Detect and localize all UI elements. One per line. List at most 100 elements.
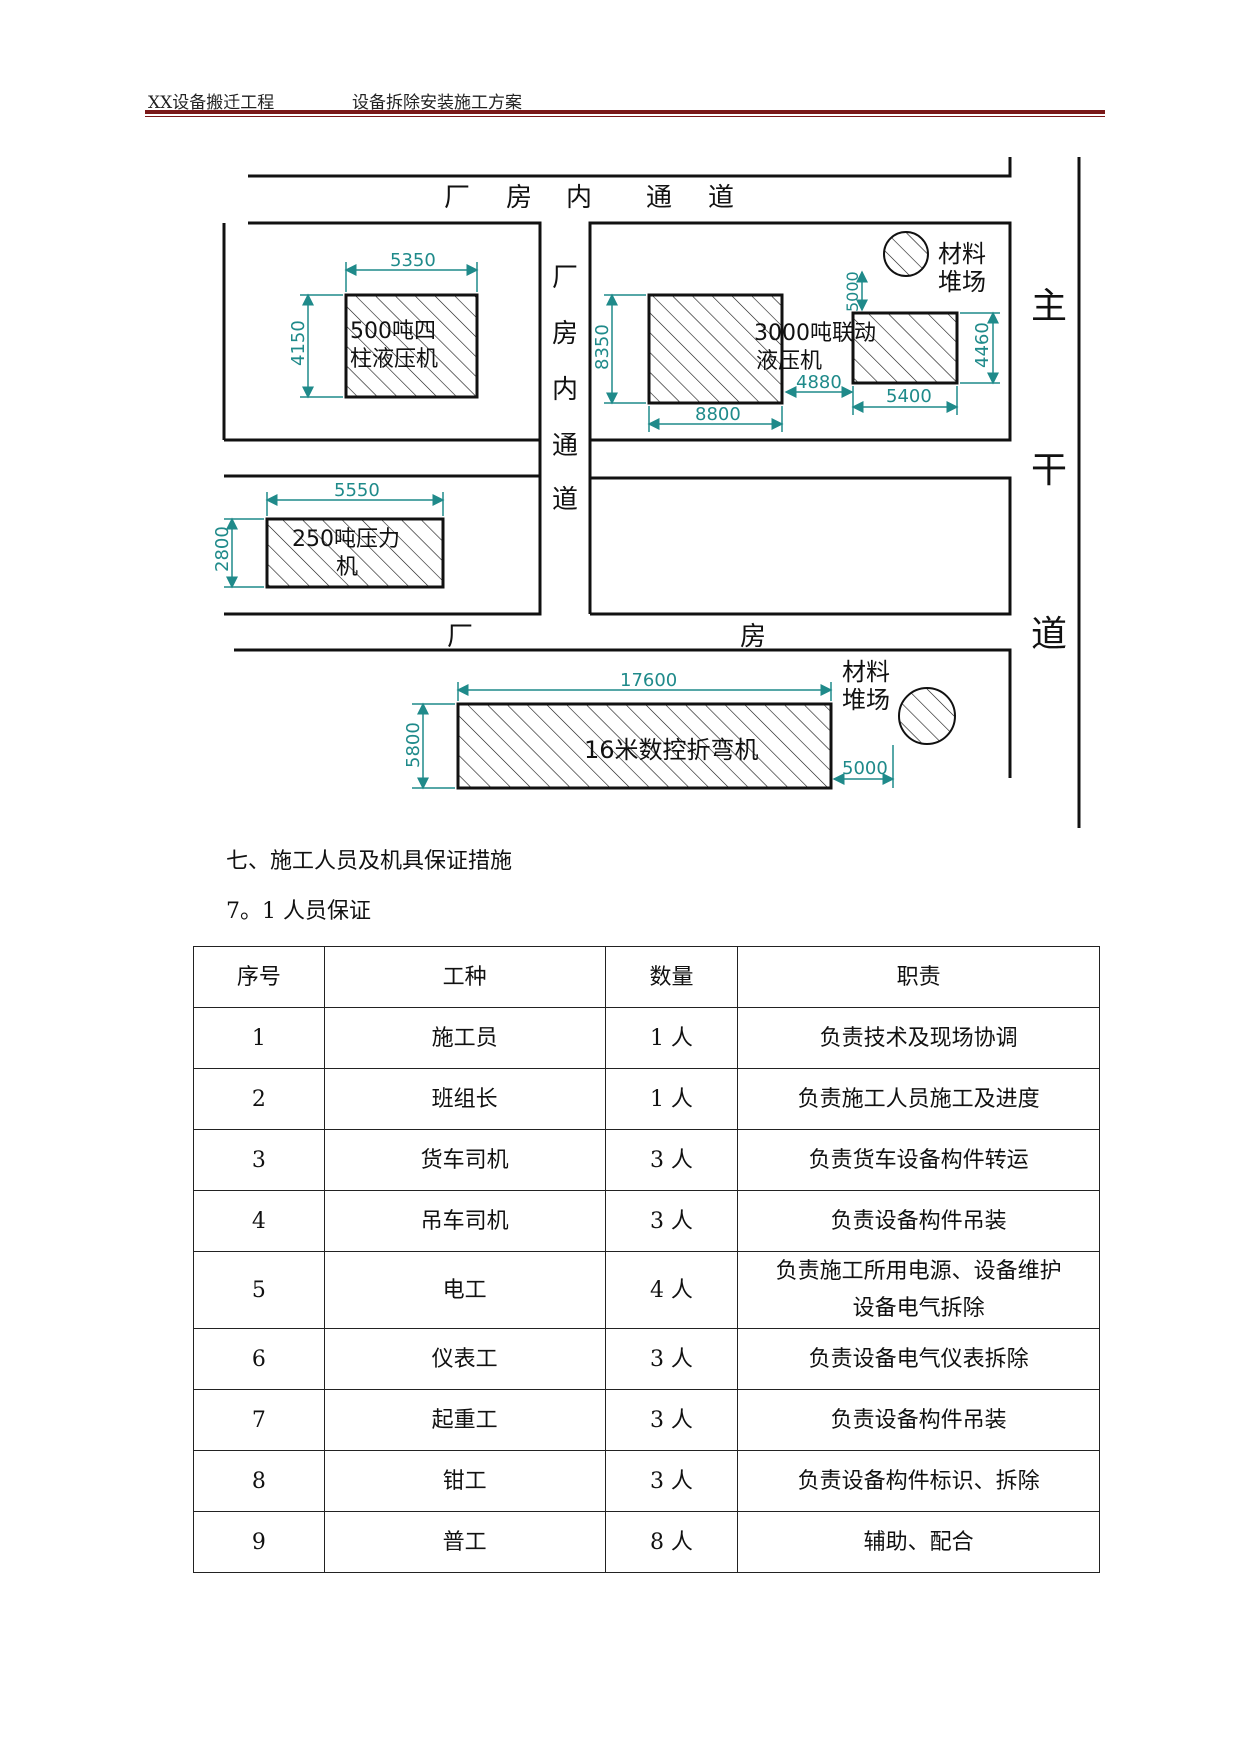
table-row: 5 电工 4 人 负责施工所用电源、设备维护 设备电气拆除 [193, 1251, 1100, 1329]
storage-yard-circle-bottom [898, 687, 956, 745]
th-index: 序号 [193, 946, 325, 1008]
cell-trade: 电工 [323, 1251, 606, 1329]
machine-bending-label: 16米数控折弯机 [584, 736, 759, 764]
th-duty: 职责 [737, 946, 1100, 1008]
site-layout-plan: 厂 房 内 通 道 厂 房 内 通 道 厂 房 主 干 道 材料 堆场 材料 堆… [212, 157, 1081, 828]
corridor-vert-char-2: 房 [552, 319, 578, 349]
cell-trade: 班组长 [323, 1068, 606, 1130]
corridor-vert-char-4: 通 [552, 431, 578, 461]
walls [222, 157, 1081, 828]
machine-500t-label-1: 500吨四 [350, 319, 436, 344]
section-title: 七、施工人员及机具保证措施 [226, 849, 513, 874]
table-row: 8 钳工 3 人 负责设备构件标识、拆除 [193, 1450, 1100, 1512]
machine-500t-label-2: 柱液压机 [350, 347, 438, 372]
th-count: 数量 [604, 946, 739, 1008]
cell-trade: 仪表工 [323, 1328, 606, 1390]
dim-5000-vertical: 5000 [843, 271, 862, 312]
main-road-char-3: 道 [1031, 614, 1067, 655]
dim-4880: 4880 [796, 372, 842, 393]
corridor-top-char-1: 厂 [444, 183, 470, 213]
dim-5550: 5550 [334, 480, 380, 501]
cell-index: 5 [193, 1251, 325, 1329]
cell-trade: 货车司机 [323, 1129, 606, 1191]
table-row: 7 起重工 3 人 负责设备构件吊装 [193, 1389, 1100, 1451]
main-road-char-2: 干 [1031, 450, 1067, 491]
storage-yard-circle-top [883, 231, 929, 277]
cell-index: 1 [193, 1007, 325, 1069]
dim-2800: 2800 [212, 526, 233, 572]
dim-5400: 5400 [886, 386, 932, 407]
header-rule-thin [145, 116, 1105, 117]
cell-trade: 施工员 [323, 1007, 606, 1069]
cell-count: 3 人 [604, 1129, 739, 1191]
machine-250t [265, 517, 445, 589]
storage-bottom-line-2: 堆场 [842, 686, 890, 714]
dim-5000-bottom: 5000 [842, 758, 888, 779]
storage-top-line-1: 材料 [938, 240, 986, 268]
cell-count: 3 人 [604, 1328, 739, 1390]
machine-bending [456, 702, 833, 790]
cell-count: 1 人 [604, 1068, 739, 1130]
table-header-row: 序号 工种 数量 职责 [193, 946, 1100, 1008]
cell-duty-line-1: 负责施工所用电源、设备维护 [775, 1259, 1062, 1284]
cell-index: 7 [193, 1389, 325, 1451]
cell-count: 3 人 [604, 1190, 739, 1252]
header-doc-title: 设备拆除安装施工方案 [352, 93, 522, 113]
cell-duty: 负责施工所用电源、设备维护 设备电气拆除 [737, 1251, 1100, 1329]
machine-3000t [647, 293, 784, 405]
cell-duty: 辅助、配合 [737, 1511, 1100, 1573]
corridor-top-char-4: 通 [646, 183, 672, 213]
cell-duty: 负责设备构件吊装 [737, 1389, 1100, 1451]
cell-index: 8 [193, 1450, 325, 1512]
cell-duty: 负责设备构件标识、拆除 [737, 1450, 1100, 1512]
table-row: 1 施工员 1 人 负责技术及现场协调 [193, 1007, 1100, 1069]
cell-duty: 负责技术及现场协调 [737, 1007, 1100, 1069]
cell-count: 1 人 [604, 1007, 739, 1069]
cell-duty: 负责设备构件吊装 [737, 1190, 1100, 1252]
cell-count: 8 人 [604, 1511, 739, 1573]
cell-trade: 起重工 [323, 1389, 606, 1451]
storage-bottom-line-1: 材料 [842, 658, 890, 686]
dim-17600: 17600 [620, 670, 677, 691]
dim-8350: 8350 [592, 324, 613, 370]
dim-4460: 4460 [972, 322, 993, 368]
dim-8800: 8800 [695, 404, 741, 425]
dim-5800: 5800 [403, 722, 424, 768]
cell-count: 3 人 [604, 1450, 739, 1512]
corridor-top-char-3: 内 [566, 183, 592, 213]
corridor-top-char-5: 道 [708, 183, 734, 213]
cell-index: 4 [193, 1190, 325, 1252]
cell-trade: 吊车司机 [323, 1190, 606, 1252]
cell-duty: 负责货车设备构件转运 [737, 1129, 1100, 1191]
table-row: 9 普工 8 人 辅助、配合 [193, 1511, 1100, 1573]
machine-250t-label-1: 250吨压力 [292, 527, 400, 552]
cell-trade: 普工 [323, 1511, 606, 1573]
machine-500t [344, 293, 479, 399]
cell-duty-line-2: 设备电气拆除 [852, 1296, 985, 1321]
cell-duty: 负责施工人员施工及进度 [737, 1068, 1100, 1130]
corridor-vert-char-3: 内 [552, 375, 578, 405]
table-row: 6 仪表工 3 人 负责设备电气仪表拆除 [193, 1328, 1100, 1390]
corridor-vert-char-5: 道 [552, 485, 578, 515]
header-project: XX设备搬迁工程 [148, 93, 275, 113]
dim-4150: 4150 [288, 320, 309, 366]
staff-table: 序号 工种 数量 职责 1 施工员 1 人 负责技术及现场协调 2 班组长 1 … [193, 946, 1100, 1573]
cell-duty: 负责设备电气仪表拆除 [737, 1328, 1100, 1390]
th-trade: 工种 [323, 946, 606, 1008]
cell-index: 9 [193, 1511, 325, 1573]
section-subtitle: 7。1 人员保证 [226, 899, 371, 924]
cell-trade: 钳工 [323, 1450, 606, 1512]
machine-small [851, 311, 959, 385]
main-road-char-1: 主 [1031, 286, 1067, 327]
cell-index: 2 [193, 1068, 325, 1130]
workshop-char-1: 厂 [447, 622, 473, 652]
table-row: 2 班组长 1 人 负责施工人员施工及进度 [193, 1068, 1100, 1130]
dim-5350: 5350 [390, 250, 436, 271]
table-row: 3 货车司机 3 人 负责货车设备构件转运 [193, 1129, 1100, 1191]
cell-count: 4 人 [604, 1251, 739, 1329]
cell-index: 3 [193, 1129, 325, 1191]
corridor-top-char-2: 房 [506, 183, 532, 213]
storage-top-line-2: 堆场 [938, 268, 986, 296]
table-row: 4 吊车司机 3 人 负责设备构件吊装 [193, 1190, 1100, 1252]
cell-count: 3 人 [604, 1389, 739, 1451]
